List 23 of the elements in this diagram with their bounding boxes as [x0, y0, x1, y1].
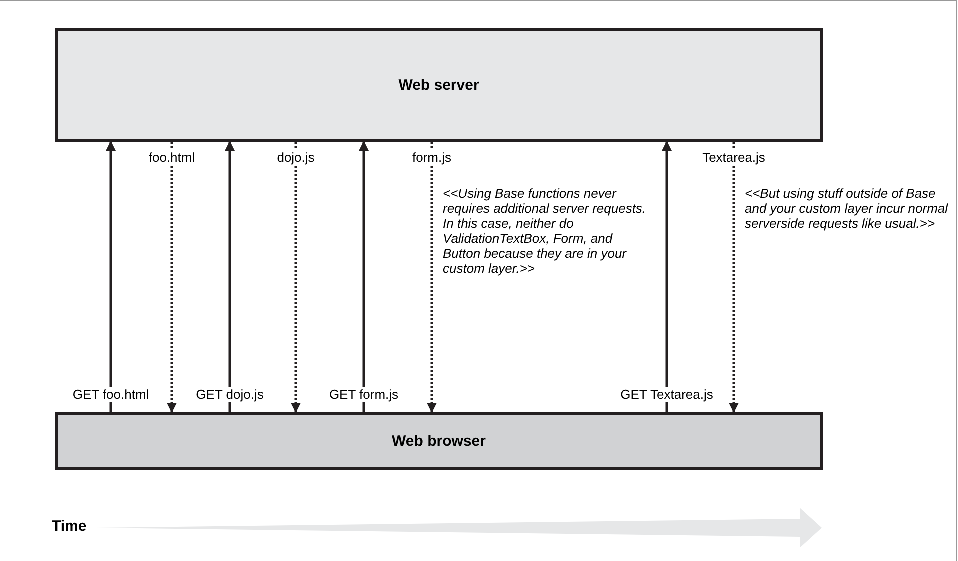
arrow — [359, 141, 369, 412]
box-title: Web server — [398, 76, 480, 94]
browser-box — [55, 412, 823, 470]
note-text: <<But using stuff outside of Base and your custom layer incur normal serverside requests like usual.>> — [745, 186, 950, 231]
dotted-arrow — [729, 142, 739, 413]
edge-label: form.js — [410, 150, 454, 165]
dotted-arrow — [427, 142, 437, 413]
axis-label: Time — [52, 518, 87, 535]
arrow — [106, 141, 116, 412]
box-title: Web browser — [392, 432, 486, 450]
edge-label: Textarea.js — [700, 150, 768, 165]
dotted-arrow — [291, 142, 301, 413]
arrow — [225, 141, 235, 412]
edge-label: GET foo.html — [70, 387, 152, 402]
edge-label: foo.html — [146, 150, 198, 165]
edge-label: GET Textarea.js — [618, 387, 716, 402]
server-box — [55, 28, 823, 142]
arrow — [662, 141, 672, 412]
dotted-arrow — [167, 142, 177, 413]
edge-label: GET dojo.js — [194, 387, 266, 402]
note-text: <<Using Base functions never requires additional server requests. In this case, neither do ValidationTextBox, Form, and Button because they are in your custom layer.>> — [443, 186, 648, 276]
edge-label: GET form.js — [327, 387, 401, 402]
edge-label: dojo.js — [275, 150, 317, 165]
